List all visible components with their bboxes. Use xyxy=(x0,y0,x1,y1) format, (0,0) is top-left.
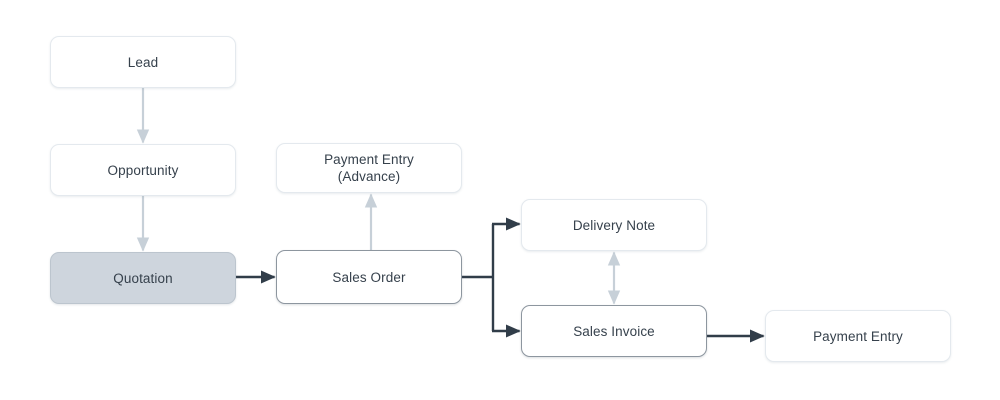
node-lead-label: Lead xyxy=(127,54,159,70)
node-opportunity-label: Opportunity xyxy=(107,162,179,178)
node-payment-entry-advance[interactable]: Payment Entry (Advance) xyxy=(276,143,462,193)
node-quotation[interactable]: Quotation xyxy=(50,252,236,304)
node-sales-order[interactable]: Sales Order xyxy=(276,250,462,304)
node-delivery-note[interactable]: Delivery Note xyxy=(521,199,707,251)
node-payment-entry[interactable]: Payment Entry xyxy=(765,310,951,362)
node-opportunity[interactable]: Opportunity xyxy=(50,144,236,196)
node-quotation-label: Quotation xyxy=(113,270,173,286)
node-sales-invoice[interactable]: Sales Invoice xyxy=(521,305,707,357)
edge-sales-order-branch xyxy=(462,217,521,338)
node-delivery-note-label: Delivery Note xyxy=(572,217,656,233)
node-sales-invoice-label: Sales Invoice xyxy=(573,323,655,339)
node-lead[interactable]: Lead xyxy=(50,36,236,88)
node-payment-entry-label: Payment Entry xyxy=(813,328,903,344)
node-payment-entry-advance-label: Payment Entry (Advance) xyxy=(324,152,414,184)
node-sales-order-label: Sales Order xyxy=(332,269,406,285)
